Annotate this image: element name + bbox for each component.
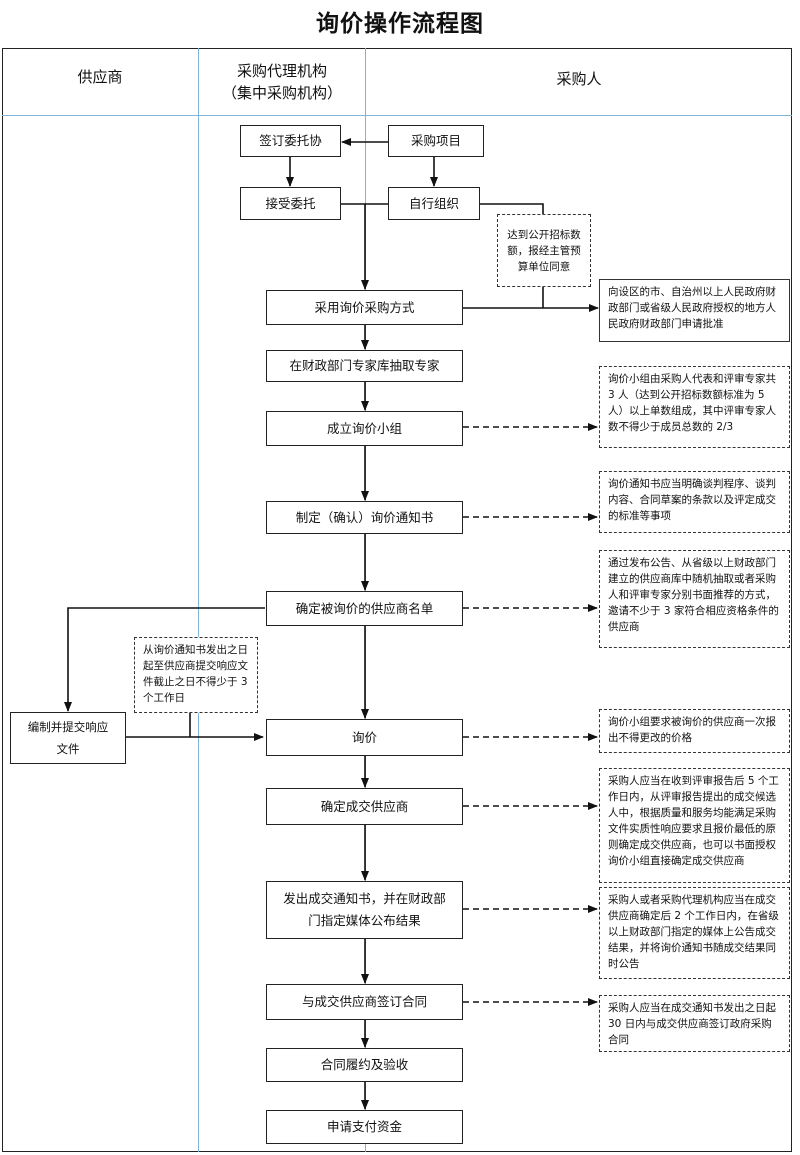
box-draw-experts: 在财政部门专家库抽取专家: [266, 350, 463, 382]
flowchart-frame: [2, 48, 792, 1152]
lane-header-agency: 采购代理机构 （集中采购机构）: [199, 60, 365, 104]
box-sign-contract: 与成交供应商签订合同: [266, 984, 463, 1020]
box-contract-acceptance: 合同履约及验收: [266, 1048, 463, 1082]
box-publish-result: 发出成交通知书，并在财政部门指定媒体公布结果: [266, 881, 463, 939]
box-apply-payment: 申请支付资金: [266, 1110, 463, 1144]
note-approval: 向设区的市、自治州以上人民政府财政部门或省级人民政府授权的地方人民政府财政部门申…: [599, 279, 790, 342]
box-accept-entrust: 接受委托: [240, 187, 341, 220]
lane-header-separator: [2, 115, 792, 116]
lane-header-agency-line1: 采购代理机构: [236, 62, 327, 80]
box-form-group: 成立询价小组: [266, 411, 463, 446]
box-self-organize: 自行组织: [388, 187, 480, 220]
box-determine-suppliers: 确定被询价的供应商名单: [266, 591, 463, 626]
box-compile-response: 编制并提交响应文件: [10, 712, 126, 764]
arrow-suppliers-to-compile: [64, 607, 265, 712]
note-deadline: 从询价通知书发出之日起至供应商提交响应文件截止之日不得少于 3 个工作日: [134, 637, 258, 713]
box-make-notice: 制定（确认）询价通知书: [266, 501, 463, 534]
lane-header-purchaser: 采购人: [556, 70, 602, 88]
box-sign-entrust: 签订委托协: [240, 125, 341, 157]
arrow-accept-to-adopt: [341, 203, 369, 290]
lane-header-supplier: 供应商: [77, 68, 123, 86]
box-inquiry: 询价: [266, 719, 463, 756]
lane-divider-supplier-agency: [198, 48, 199, 1152]
lane-header-agency-line2: （集中采购机构）: [221, 84, 342, 102]
page-title: 询价操作流程图: [316, 11, 484, 37]
box-determine-winner: 确定成交供应商: [266, 788, 463, 825]
note-notice: 询价通知书应当明确谈判程序、谈判内容、合同草案的条款以及评定成交的标准等事项: [599, 471, 790, 533]
note-publish: 采购人或者采购代理机构应当在成交供应商确定后 2 个工作日内，在省级以上财政部门…: [599, 887, 790, 979]
box-procurement-project: 采购项目: [388, 125, 484, 157]
note-suppliers: 通过发布公告、从省级以上财政部门建立的供应商库中随机抽取或者采购人和评审专家分别…: [599, 550, 790, 648]
note-contract: 采购人应当在成交通知书发出之日起 30 日内与成交供应商签订政府采购合同: [599, 995, 790, 1052]
note-price: 询价小组要求被询价的供应商一次报出不得更改的价格: [599, 709, 790, 753]
note-group: 询价小组由采购人代表和评审专家共 3 人（达到公开招标数额标准为 5 人）以上单…: [599, 366, 790, 448]
box-adopt-inquiry: 采用询价采购方式: [266, 290, 463, 325]
line-self-to-threshold: [480, 203, 544, 214]
note-threshold: 达到公开招标数额，报经主管预算单位同意: [497, 214, 591, 287]
note-winner: 采购人应当在收到评审报告后 5 个工作日内，从评审报告提出的成交候选人中，根据质…: [599, 768, 790, 883]
